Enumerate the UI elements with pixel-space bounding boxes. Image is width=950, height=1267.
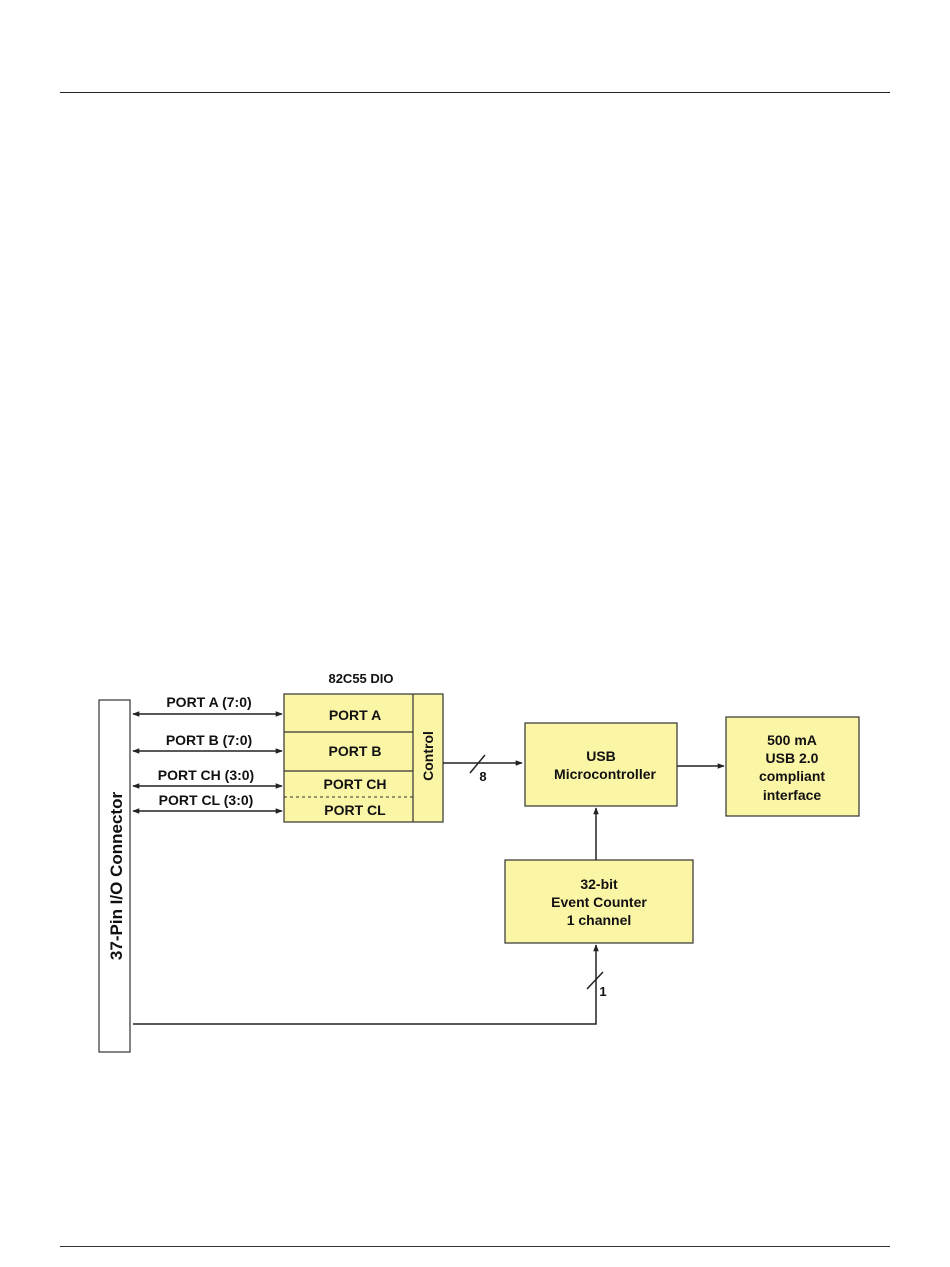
counter-input-width: 1	[599, 984, 606, 999]
usb-interface-line1: 500 mA	[767, 732, 817, 748]
port-cl-box-label: PORT CL	[324, 802, 386, 818]
usb-interface-line3: compliant	[759, 768, 825, 784]
usb-mcu-line2: Microcontroller	[554, 766, 656, 782]
usb-mcu-line1: USB	[586, 748, 616, 764]
control-label: Control	[420, 731, 436, 781]
usb-microcontroller-block	[525, 723, 677, 806]
io-connector-label: 37-Pin I/O Connector	[107, 792, 126, 961]
port-b-line-label: PORT B (7:0)	[166, 732, 252, 748]
usb-interface-line4: interface	[763, 787, 822, 803]
control-bus-width: 8	[479, 769, 486, 784]
counter-input-line	[133, 945, 596, 1024]
dio-title: 82C55 DIO	[328, 671, 393, 686]
port-a-box-label: PORT A	[329, 707, 381, 723]
event-counter-line2: Event Counter	[551, 894, 647, 910]
port-b-box-label: PORT B	[329, 743, 382, 759]
port-ch-box-label: PORT CH	[324, 776, 387, 792]
port-cl-line-label: PORT CL (3:0)	[159, 792, 254, 808]
port-ch-line-label: PORT CH (3:0)	[158, 767, 254, 783]
event-counter-line3: 1 channel	[567, 912, 632, 928]
event-counter-line1: 32-bit	[580, 876, 618, 892]
usb-interface-line2: USB 2.0	[766, 750, 819, 766]
port-a-line-label: PORT A (7:0)	[166, 694, 251, 710]
